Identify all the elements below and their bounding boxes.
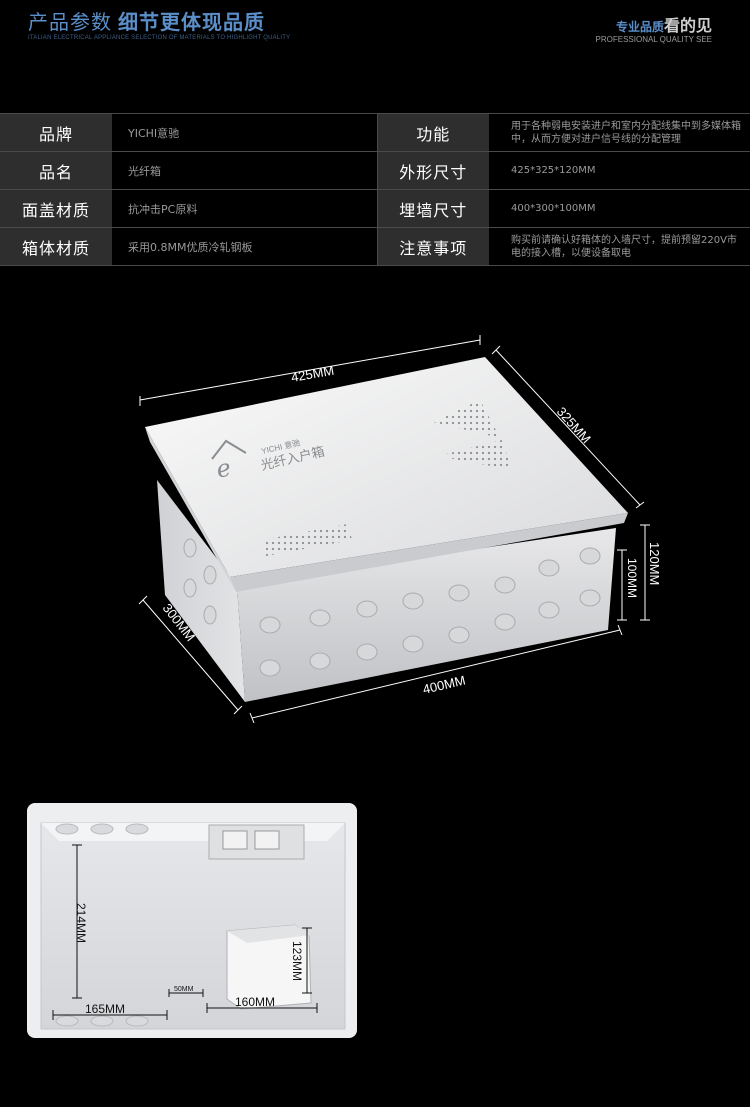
interior-figure: 214MM 165MM 50MM 160MM 123MM bbox=[27, 803, 357, 1038]
spec-key: 品牌 bbox=[0, 113, 112, 152]
tagline-accent: 专业品质 bbox=[615, 20, 664, 34]
table-row: 品牌 YICHI意驰 功能 用于各种弱电安装进户和室内分配线集中到多媒体箱中，从… bbox=[0, 113, 750, 152]
spec-value: 400*300*100MM bbox=[489, 189, 750, 228]
lid-front-edge bbox=[230, 513, 628, 592]
dim-module-width: 160MM bbox=[235, 995, 275, 1009]
spec-value: 用于各种弱电安装进户和室内分配线集中到多媒体箱中，从而方便对进户信号线的分配管理 bbox=[489, 113, 750, 152]
interior-dimension-lines bbox=[52, 844, 318, 1020]
lid-left-edge bbox=[145, 427, 236, 592]
spec-value: 抗冲击PC原料 bbox=[112, 189, 377, 228]
fiber-module-top bbox=[227, 925, 311, 943]
brand-logo-icon: e bbox=[211, 439, 247, 484]
spec-value: 光纤箱 bbox=[112, 151, 377, 190]
knockout-holes bbox=[183, 538, 601, 677]
interior-illustration: 214MM 165MM 50MM 160MM 123MM bbox=[27, 803, 357, 1038]
vent-bottom bbox=[262, 524, 352, 556]
product-box-illustration: e YICHI 意驰 光纤入户箱 425MM 325MM 300MM 400MM… bbox=[138, 335, 662, 724]
logo-letter: e bbox=[214, 453, 234, 483]
dim-top-width: 425MM bbox=[290, 363, 335, 385]
dim-inner-height: 100MM bbox=[625, 558, 639, 598]
dim-module-height: 123MM bbox=[290, 941, 304, 981]
spec-value: 购买前请确认好箱体的入墙尺寸，提前预留220V市电的接入槽，以便设备取电 bbox=[489, 227, 750, 266]
spec-table: 品牌 YICHI意驰 功能 用于各种弱电安装进户和室内分配线集中到多媒体箱中，从… bbox=[0, 113, 750, 266]
dim-height-left: 214MM bbox=[74, 903, 88, 943]
page-header: 产品参数细节更体现品质 ITALIAN ELECTRICAL APPLIANCE… bbox=[0, 0, 750, 60]
dimension-lines bbox=[138, 335, 650, 724]
spec-key: 外形尺寸 bbox=[376, 151, 489, 190]
quality-tagline: 专业品质看的见 bbox=[616, 12, 712, 36]
table-row: 面盖材质 抗冲击PC原料 埋墙尺寸 400*300*100MM bbox=[0, 189, 750, 228]
spec-key: 埋墙尺寸 bbox=[376, 189, 489, 228]
spec-value: 采用0.8MM优质冷轧钢板 bbox=[112, 227, 377, 266]
page-title: 产品参数细节更体现品质 bbox=[28, 6, 265, 35]
product-figure: e YICHI 意驰 光纤入户箱 425MM 325MM 300MM 400MM… bbox=[0, 330, 750, 730]
spec-key: 功能 bbox=[376, 113, 489, 152]
title-bold: 细节更体现品质 bbox=[118, 10, 265, 34]
spec-key: 品名 bbox=[0, 151, 112, 190]
spec-key: 箱体材质 bbox=[0, 227, 112, 266]
spec-value: 425*325*120MM bbox=[489, 151, 750, 190]
spec-value: YICHI意驰 bbox=[112, 113, 377, 152]
box-left-side bbox=[157, 480, 245, 702]
tagline-english: PROFESSIONAL QUALITY SEE bbox=[595, 35, 712, 44]
lid-top bbox=[145, 357, 628, 577]
spec-key: 注意事项 bbox=[376, 227, 489, 266]
socket-icon bbox=[222, 830, 248, 850]
spec-key: 面盖材质 bbox=[0, 189, 112, 228]
vent-right bbox=[438, 440, 512, 470]
dim-gap: 50MM bbox=[174, 986, 194, 993]
table-row: 箱体材质 采用0.8MM优质冷轧钢板 注意事项 购买前请确认好箱体的入墙尺寸，提… bbox=[0, 227, 750, 266]
socket-icon bbox=[254, 830, 280, 850]
knockout-holes bbox=[55, 823, 149, 1027]
vent-top bbox=[433, 400, 500, 438]
table-row: 品名 光纤箱 外形尺寸 425*325*120MM bbox=[0, 151, 750, 190]
tagline-main: 看的见 bbox=[663, 16, 712, 35]
page-subtitle: ITALIAN ELECTRICAL APPLIANCE SELECTION O… bbox=[28, 35, 291, 41]
dim-width-left: 165MM bbox=[85, 1002, 125, 1016]
dim-outer-height: 120MM bbox=[647, 542, 662, 585]
title-thin: 产品参数 bbox=[28, 10, 112, 34]
